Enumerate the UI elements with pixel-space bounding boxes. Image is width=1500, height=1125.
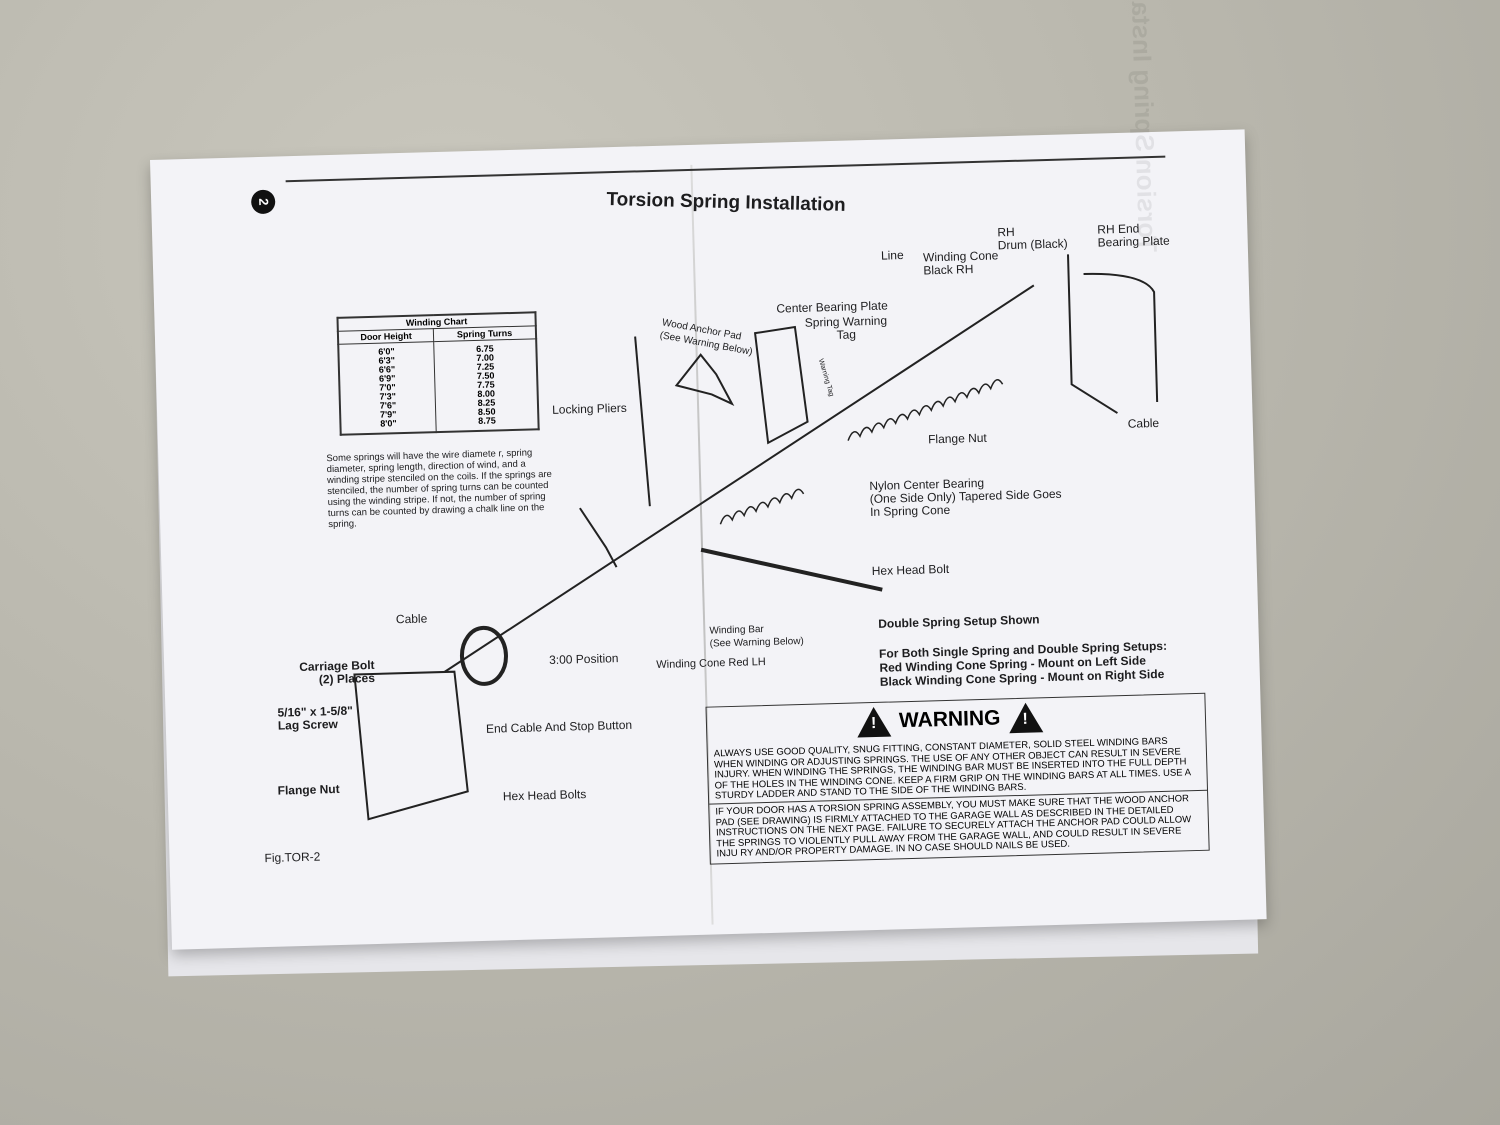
winding-bar [700,547,883,592]
locking-pliers [579,507,618,568]
label-hex-head-bolts: Hex Head Bolts [502,787,587,804]
left-spring [719,488,805,525]
warning-heading: WARNING [898,706,1001,733]
label-winding-bar: Winding Bar (See Warning Below) [709,624,804,650]
manual-page: 2 Torsion Spring Installation Winding Ch… [150,0,1267,950]
label-lag-screw: 5/16" x 1-5/8" Lag Screw [277,703,354,733]
warning-icon: ! [1008,702,1043,734]
figure-caption: Fig.TOR-2 [264,849,321,866]
label-cable-right: Cable [1127,415,1160,431]
label-flange-nut-right: Flange Nut [927,430,987,447]
label-cable-left: Cable [395,611,428,627]
bearing-plate-track [1066,254,1159,414]
end-bearing-bracket [353,670,469,821]
warning-paragraph-2: If your door has a torsion spring assemb… [715,793,1192,860]
label-carriage-bolt: Carriage Bolt (2) Places [299,657,376,687]
label-3-00-position: 3:00 Position [548,651,619,668]
label-rh-drum: RH Drum (Black) [997,224,1068,253]
torsion-shaft [443,284,1035,673]
spring-coils [719,379,1004,525]
label-flange-nut-left: Flange Nut [277,781,340,798]
wood-anchor-pad [753,325,809,445]
label-hex-head-bolt: Hex Head Bolt [871,561,950,579]
warning-box: ! WARNING ! Always use good quality, snu… [705,692,1210,865]
spring-assembly-diagram [353,254,1159,821]
cable-drum [459,625,508,686]
warning-icon: ! [856,706,892,738]
label-locking-pliers: Locking Pliers [551,400,628,417]
label-spring-warning-tag: Spring Warning Tag [804,313,888,342]
right-spring [847,379,1004,441]
arrow-icon [674,353,735,407]
label-winding-cone-black: Winding Cone Black RH [922,248,999,278]
label-nylon-center-bearing: Nylon Center Bearing (One Side Only) Tap… [869,475,1062,520]
label-line: Line [880,247,904,263]
